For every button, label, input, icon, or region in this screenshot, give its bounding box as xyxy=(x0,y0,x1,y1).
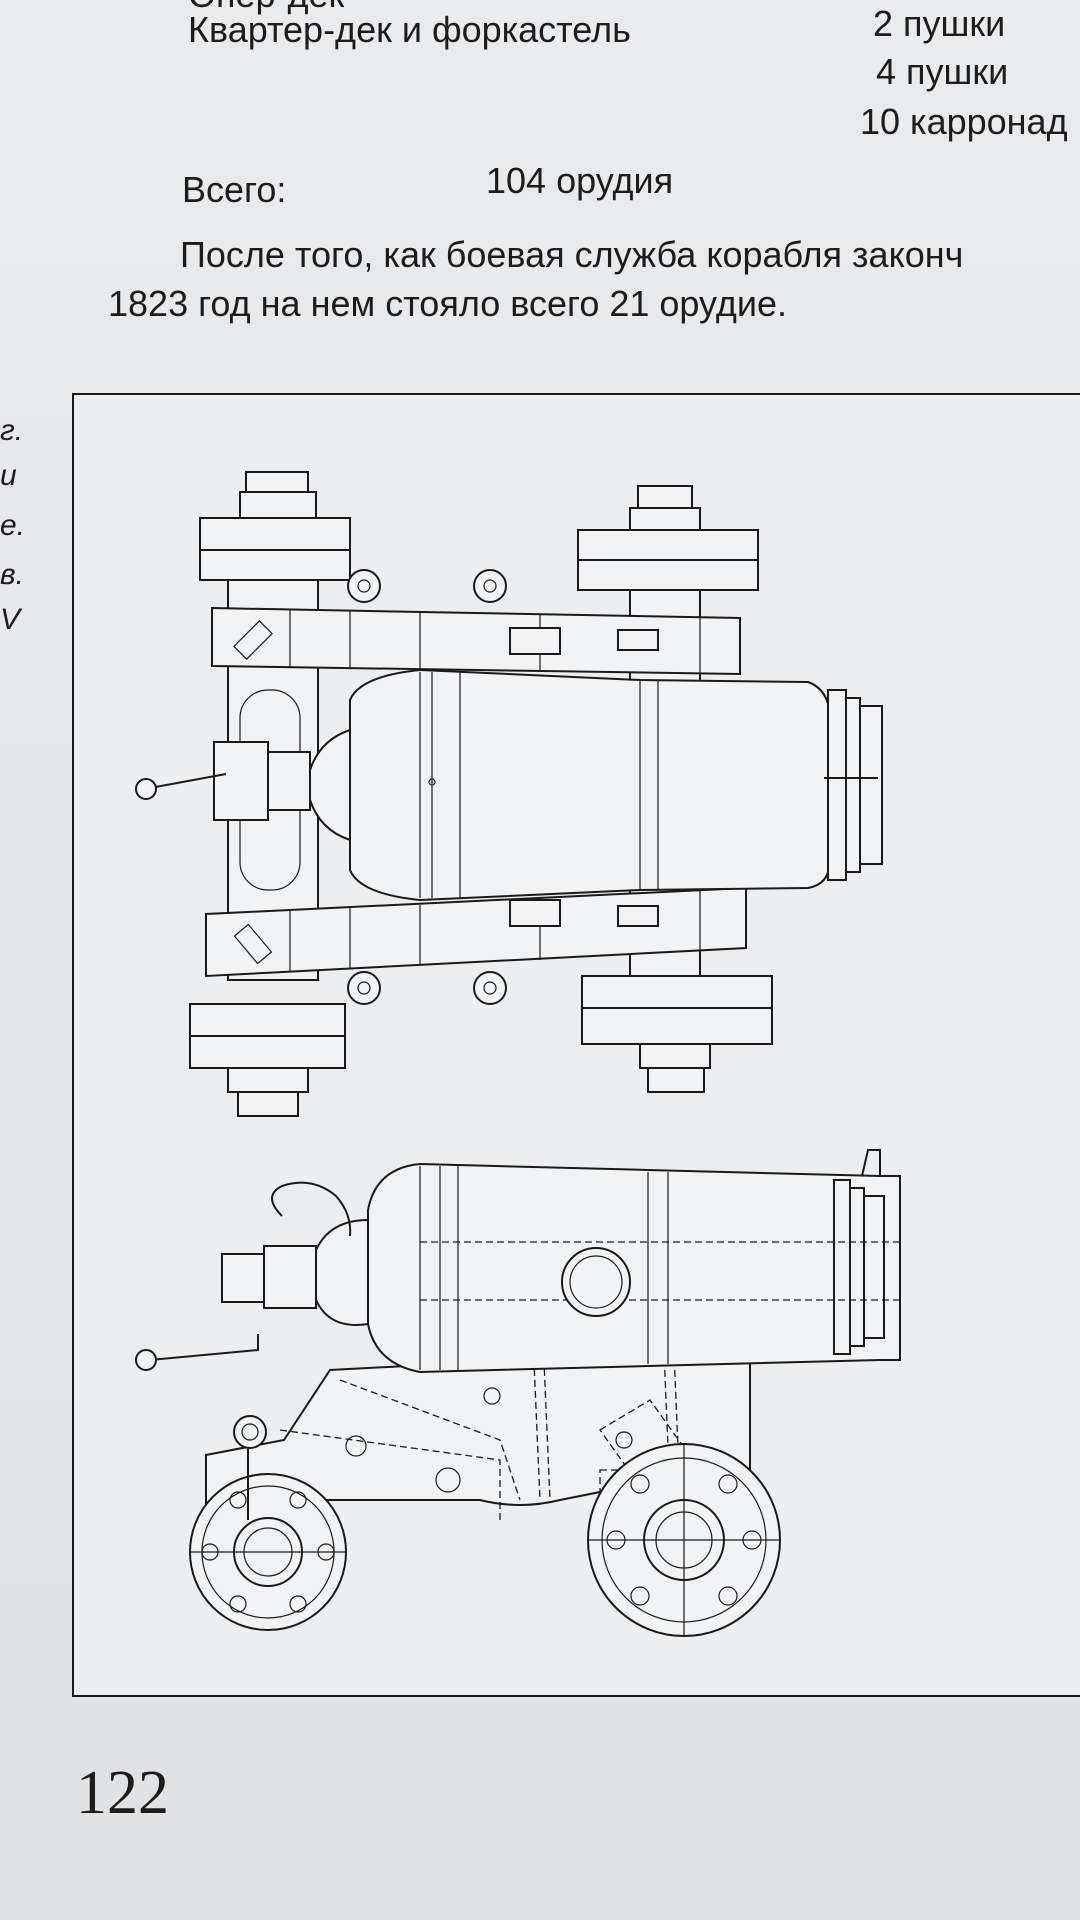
muzzle-ring xyxy=(827,689,847,881)
wheel-bottom-front xyxy=(581,975,773,1009)
axle-cap xyxy=(647,1067,705,1093)
axle-cap xyxy=(637,485,693,509)
wheel-bottom-front xyxy=(581,1007,773,1045)
margin-fragment: в. xyxy=(0,558,24,591)
cannon-plan-view xyxy=(135,471,883,1117)
capsquare xyxy=(509,899,561,927)
armament-count-3: 10 карронад xyxy=(860,101,1068,142)
eyebolts xyxy=(347,569,507,1005)
wheel-top-rear xyxy=(199,517,351,551)
paragraph-line-1: После того, как боевая служба корабля за… xyxy=(180,234,964,275)
axle-cap xyxy=(245,471,309,493)
wheel-bottom-rear xyxy=(189,1003,346,1037)
wheel-top-rear xyxy=(199,549,351,581)
axle-cap xyxy=(239,491,317,519)
axle-cap xyxy=(227,1067,309,1093)
wheel-top-front xyxy=(577,529,759,561)
barrel-plan xyxy=(349,668,831,902)
paragraph-line-2: 1823 год на нем стояло всего 21 орудие. xyxy=(108,283,787,324)
elevation-handle xyxy=(149,1334,259,1361)
front-truck-wheel xyxy=(587,1443,781,1637)
wheel-bottom-rear xyxy=(189,1035,346,1069)
wheel-top-front xyxy=(577,559,759,591)
margin-fragment: е. xyxy=(0,509,26,542)
cascabel xyxy=(265,751,311,811)
cut-off-line: Опер-дек xyxy=(188,0,344,16)
cannon-side-view xyxy=(135,1149,901,1637)
armament-location-1: Квартер-дек и форкастель xyxy=(188,9,631,50)
page-number: 122 xyxy=(76,1759,169,1827)
margin-fragment: г. xyxy=(0,414,24,447)
armament-count-1: 2 пушки xyxy=(873,3,1006,44)
breeching-loop xyxy=(271,1181,352,1237)
margin-fragment: и xyxy=(0,459,17,492)
total-label: Всего: xyxy=(182,169,287,210)
rear-truck-wheel xyxy=(189,1415,347,1631)
axle-cap xyxy=(639,1043,711,1069)
trunnion xyxy=(561,1247,631,1317)
upper-cheek xyxy=(211,606,741,676)
armament-count-2: 4 пушки xyxy=(876,51,1009,92)
margin-fragment: V xyxy=(0,603,21,636)
capsquare-bolt xyxy=(617,905,659,927)
lower-cheek xyxy=(205,886,747,978)
breech-block xyxy=(213,741,269,821)
barrel-side xyxy=(367,1162,901,1374)
total-value: 104 орудия xyxy=(486,160,674,201)
capsquare-bolt xyxy=(617,629,659,651)
axle-cap xyxy=(629,507,701,531)
elevation-lever xyxy=(149,773,227,789)
axle-cap xyxy=(237,1091,299,1117)
cascabel-side xyxy=(263,1245,317,1309)
capsquare xyxy=(509,627,561,655)
